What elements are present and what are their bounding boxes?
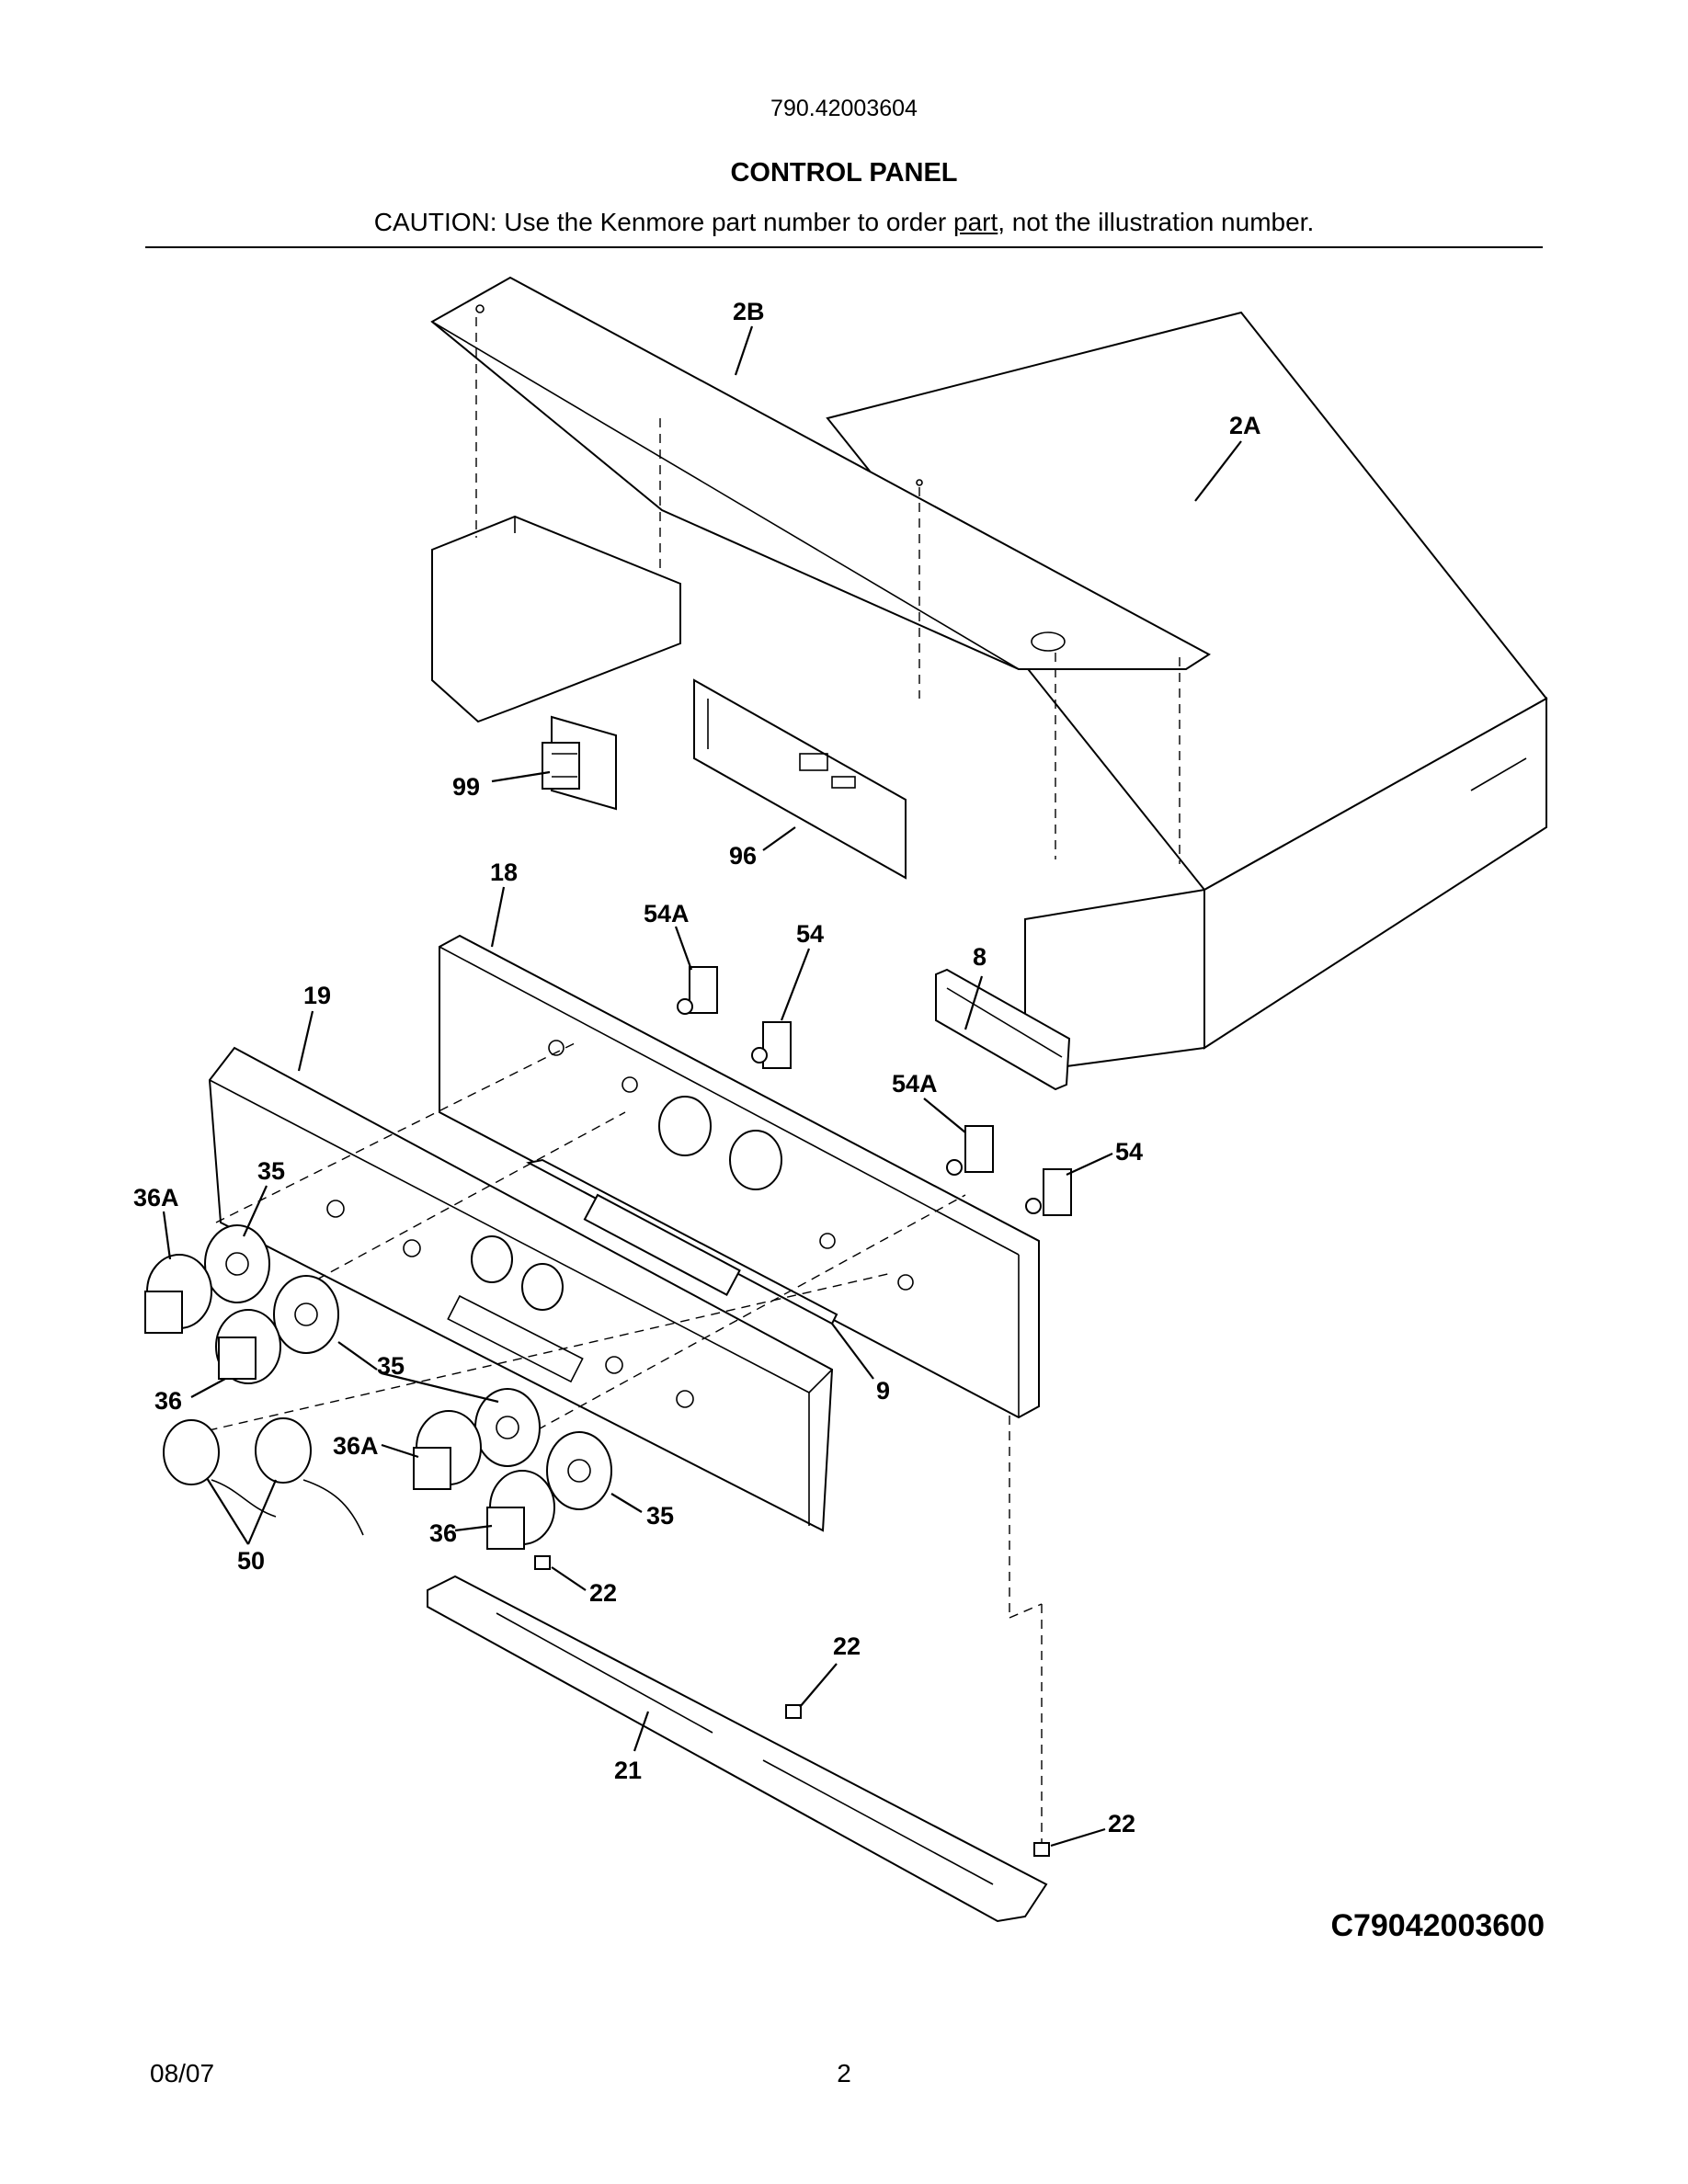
- header-rule: [145, 246, 1543, 248]
- leader-lines: [162, 325, 1242, 1848]
- callout-36A-mid: 36A: [333, 1432, 379, 1460]
- caution-prefix: CAUTION: Use the Kenmore part number to …: [373, 208, 953, 236]
- footer-date: 08/07: [150, 2059, 215, 2087]
- callout-36-left: 36: [154, 1387, 182, 1415]
- callout-35-c: 35: [646, 1502, 674, 1530]
- page-number: 2: [837, 2059, 851, 2087]
- part-18-rear-panel: [439, 934, 1040, 1419]
- callout-96: 96: [729, 842, 757, 870]
- guide-line: [215, 1042, 576, 1223]
- part-35-bezel: [204, 1224, 612, 1510]
- part-8-bracket: [935, 968, 1071, 1091]
- guide-line: [1009, 1603, 1043, 1619]
- part-96-control-board: [693, 678, 907, 880]
- callout-54A-top: 54A: [644, 900, 690, 927]
- callout-50: 50: [237, 1547, 265, 1575]
- part-21-bottom-trim: [427, 1575, 1048, 1923]
- side-bracket: [431, 515, 681, 723]
- caution-note: CAUTION: Use the Kenmore part number to …: [0, 208, 1688, 237]
- callout-36-mid: 36: [429, 1519, 457, 1547]
- part-36A-knob-mid: [413, 1410, 482, 1490]
- callout-18: 18: [490, 859, 518, 886]
- part-36-knob-left: [215, 1309, 281, 1384]
- part-9-key-strip: [526, 1158, 838, 1325]
- part-54A-switch-mid: [946, 1125, 994, 1176]
- part-2A-housing: [826, 311, 1548, 1068]
- callout-54-mid: 54: [1115, 1138, 1143, 1166]
- callout-22-a: 22: [589, 1579, 617, 1607]
- part-54A-switch-top: [677, 966, 718, 1015]
- callout-21: 21: [614, 1757, 642, 1784]
- diagram-code: C79042003600: [1330, 1908, 1545, 1943]
- guide-line: [496, 1194, 966, 1453]
- part-50-gauge: [163, 1417, 364, 1536]
- callout-54-top: 54: [796, 920, 824, 948]
- part-54-switch-top: [751, 1021, 792, 1069]
- part-36-knob-mid: [486, 1470, 555, 1550]
- caution-suffix: , not the illustration number.: [998, 208, 1315, 236]
- part-36A-knob-left: [144, 1254, 212, 1334]
- callout-2B: 2B: [733, 298, 765, 325]
- part-54-switch-mid: [1025, 1168, 1072, 1216]
- callout-99: 99: [452, 773, 480, 801]
- callout-54A-mid: 54A: [892, 1070, 938, 1098]
- callout-8: 8: [973, 943, 987, 971]
- model-number: 790.42003604: [770, 96, 918, 121]
- callout-2A: 2A: [1229, 412, 1261, 439]
- callout-35-a: 35: [257, 1157, 285, 1185]
- callout-9: 9: [876, 1377, 890, 1405]
- callout-35-b: 35: [377, 1352, 405, 1380]
- part-2B-cover: [430, 276, 1211, 670]
- callout-22-b: 22: [833, 1632, 861, 1660]
- part-99-transformer: [542, 715, 617, 811]
- page-title: CONTROL PANEL: [730, 158, 958, 188]
- callout-22-c: 22: [1108, 1810, 1135, 1837]
- part-19-front-panel: [208, 1046, 834, 1532]
- callout-36A-left: 36A: [133, 1184, 179, 1211]
- part-22-clip: [534, 1555, 1050, 1857]
- guide-line: [302, 1111, 626, 1288]
- callout-19: 19: [303, 982, 331, 1009]
- caution-underlined-word: part: [953, 208, 998, 236]
